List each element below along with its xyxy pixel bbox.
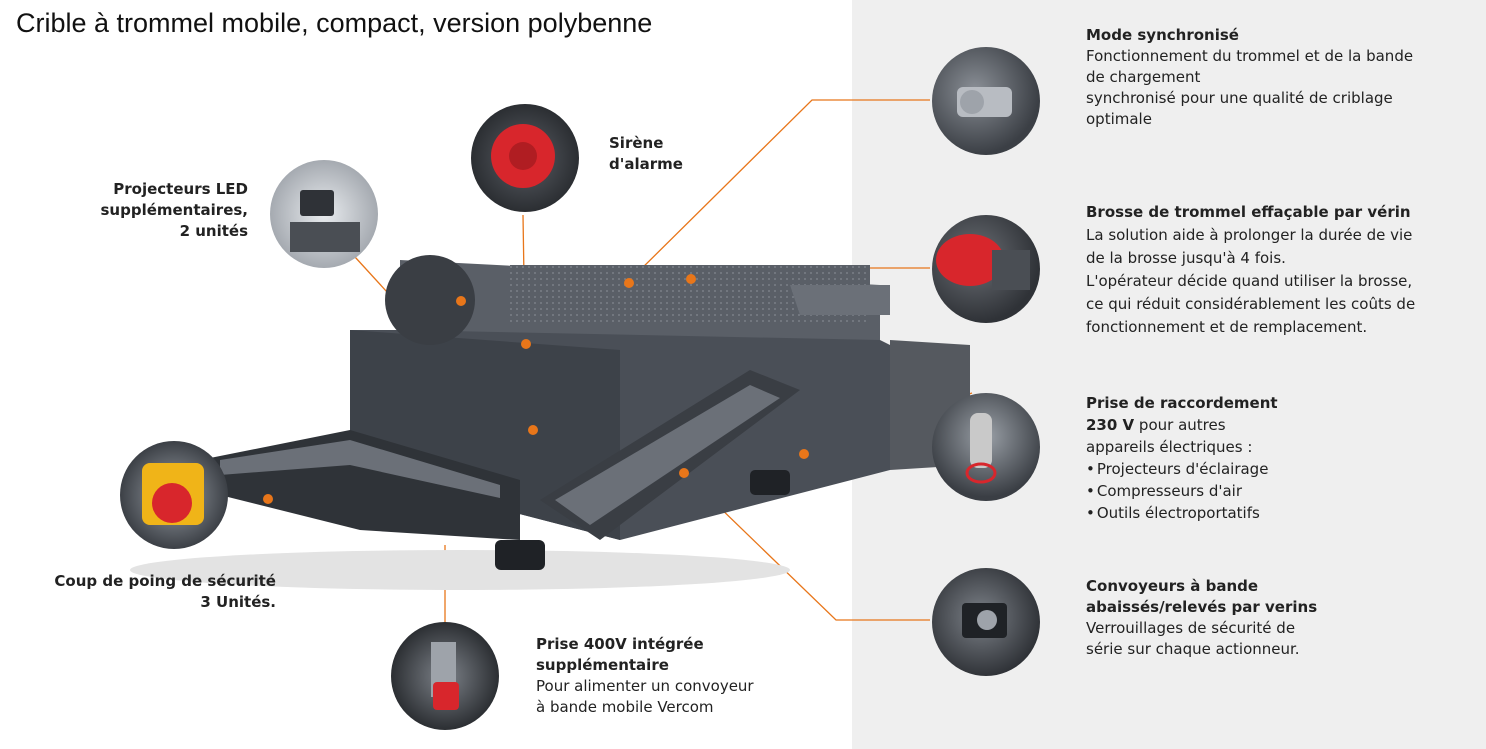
callout-text: appareils électriques : bbox=[1086, 438, 1253, 456]
callout-text: La solution aide à prolonger la durée de… bbox=[1086, 226, 1413, 244]
motor-photo bbox=[932, 47, 1040, 155]
callout-heading: Brosse de trommel effaçable par vérin bbox=[1086, 203, 1411, 221]
callout-text: ce qui réduit considérablement les coûts… bbox=[1086, 295, 1416, 313]
callout-mode-synchronise: Mode synchronisé Fonctionnement du tromm… bbox=[1086, 25, 1476, 130]
anchor-dot-sirene bbox=[521, 339, 531, 349]
trommel-machine-illustration bbox=[130, 255, 970, 590]
socket-400v-photo bbox=[391, 622, 499, 730]
anchor-dot-convoyeurs bbox=[679, 468, 689, 478]
callout-text: L'opérateur décide quand utiliser la bro… bbox=[1086, 272, 1413, 290]
bullet-item: Outils électroportatifs bbox=[1086, 502, 1476, 524]
alarm-siren-photo bbox=[471, 104, 579, 212]
callout-brosse-trommel: Brosse de trommel effaçable par vérin La… bbox=[1086, 201, 1476, 339]
callout-text: de chargement bbox=[1086, 68, 1201, 86]
page-title: Crible à trommel mobile, compact, versio… bbox=[16, 8, 653, 38]
callout-text: à bande mobile Vercom bbox=[536, 698, 714, 716]
anchor-dot-prise400 bbox=[528, 425, 538, 435]
anchor-dot-mode bbox=[624, 278, 634, 288]
callout-text: synchronisé pour une qualité de criblage bbox=[1086, 89, 1393, 107]
anchor-dot-coup bbox=[263, 494, 273, 504]
callout-text: fonctionnement et de remplacement. bbox=[1086, 318, 1368, 336]
callout-heading: Coup de poing de sécurité bbox=[54, 572, 276, 590]
callout-text: Fonctionnement du trommel et de la bande bbox=[1086, 47, 1414, 65]
line-convoyeurs bbox=[682, 471, 930, 621]
brush-photo bbox=[932, 215, 1040, 323]
callout-heading: Prise de raccordement bbox=[1086, 394, 1278, 412]
callout-text: Verrouillages de sécurité de bbox=[1086, 619, 1296, 637]
callout-text: optimale bbox=[1086, 110, 1152, 128]
callout-text: pour autres bbox=[1134, 416, 1226, 434]
anchor-dot-led bbox=[456, 296, 466, 306]
led-projector-photo bbox=[270, 160, 378, 268]
callout-prise-400v: Prise 400V intégrée supplémentaire Pour … bbox=[536, 634, 796, 718]
callout-heading: d'alarme bbox=[609, 155, 683, 173]
callout-text: Pour alimenter un convoyeur bbox=[536, 677, 754, 695]
callout-text: série sur chaque actionneur. bbox=[1086, 640, 1300, 658]
callout-text: de la brosse jusqu'à 4 fois. bbox=[1086, 249, 1286, 267]
callout-convoyeurs: Convoyeurs à bande abaissés/relevés par … bbox=[1086, 576, 1476, 660]
line-mode bbox=[627, 99, 930, 283]
callout-projecteurs-led: Projecteurs LED supplémentaires, 2 unité… bbox=[60, 179, 248, 242]
callout-prise-230v: Prise de raccordement 230 V pour autres … bbox=[1086, 392, 1476, 524]
callout-sirene: Sirène d'alarme bbox=[609, 133, 683, 175]
callout-heading: Convoyeurs à bande bbox=[1086, 577, 1259, 595]
callout-heading: Projecteurs LED bbox=[113, 180, 248, 198]
callout-heading: supplémentaire bbox=[536, 656, 669, 674]
emergency-stop-photo bbox=[120, 441, 228, 549]
callout-coup-de-poing: Coup de poing de sécurité 3 Unités. bbox=[40, 571, 276, 613]
socket-230v-photo bbox=[932, 393, 1040, 501]
conveyor-cylinder-photo bbox=[932, 568, 1040, 676]
callout-heading: Sirène bbox=[609, 134, 664, 152]
anchor-dot-brosse bbox=[686, 274, 696, 284]
callout-heading: Prise 400V intégrée bbox=[536, 635, 704, 653]
callout-heading: supplémentaires, bbox=[100, 201, 248, 219]
callout-heading: 3 Unités. bbox=[200, 593, 276, 611]
callout-heading: abaissés/relevés par verins bbox=[1086, 598, 1318, 616]
bullet-item: Compresseurs d'air bbox=[1086, 480, 1476, 502]
anchor-dot-prise230 bbox=[799, 449, 809, 459]
callout-heading: 2 unités bbox=[179, 222, 248, 240]
callout-heading-voltage: 230 V bbox=[1086, 416, 1135, 434]
callout-heading: Mode synchronisé bbox=[1086, 26, 1239, 44]
bullet-item: Projecteurs d'éclairage bbox=[1086, 458, 1476, 480]
